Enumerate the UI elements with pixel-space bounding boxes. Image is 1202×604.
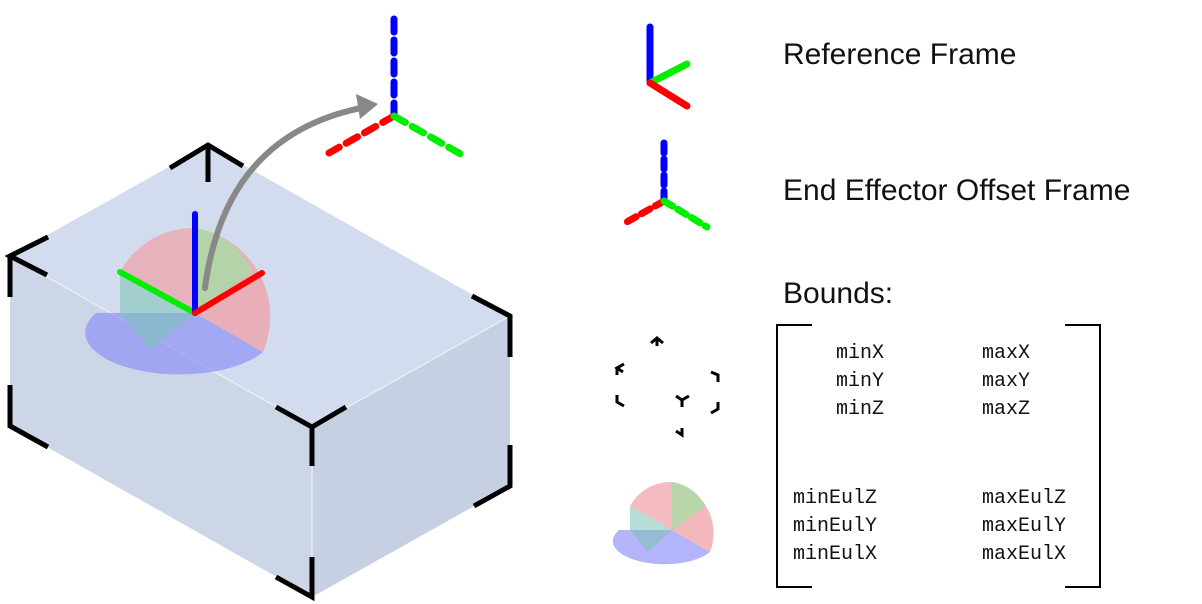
end-effector-offset-frame-icon	[621, 137, 711, 231]
matrix-max-eul-y: maxEulY	[982, 515, 1067, 538]
offset-arrow	[202, 94, 378, 291]
matrix-min-x: minX	[836, 342, 885, 365]
matrix-min-eul-y: minEulY	[793, 515, 878, 538]
euler-bounds-glyph	[85, 211, 271, 375]
bounds-matrix-bracket	[776, 324, 1101, 588]
box-right-face	[312, 316, 510, 597]
matrix-min-eul-x: minEulX	[793, 543, 878, 566]
box-corner-markers	[4, 142, 513, 602]
matrix-max-z: maxZ	[982, 398, 1031, 421]
reference-frame-label: Reference Frame	[783, 38, 1017, 71]
matrix-min-y: minY	[836, 370, 885, 393]
bounds-heading: Bounds:	[783, 277, 894, 310]
matrix-max-x: maxX	[982, 342, 1031, 365]
matrix-min-eul-z: minEulZ	[793, 487, 878, 510]
matrix-min-z: minZ	[836, 398, 885, 421]
position-bounds-icon	[614, 336, 720, 438]
reference-frame-icon	[646, 23, 691, 110]
end-effector-offset-frame-label: End Effector Offset Frame	[783, 174, 1131, 207]
matrix-max-eul-z: maxEulZ	[982, 487, 1067, 510]
matrix-max-eul-x: maxEulX	[982, 543, 1067, 566]
box-left-face	[10, 256, 312, 597]
bounding-box	[4, 142, 513, 602]
euler-bounds-icon	[612, 481, 714, 565]
offset-frame-large	[325, 8, 468, 160]
matrix-max-y: maxY	[982, 370, 1031, 393]
